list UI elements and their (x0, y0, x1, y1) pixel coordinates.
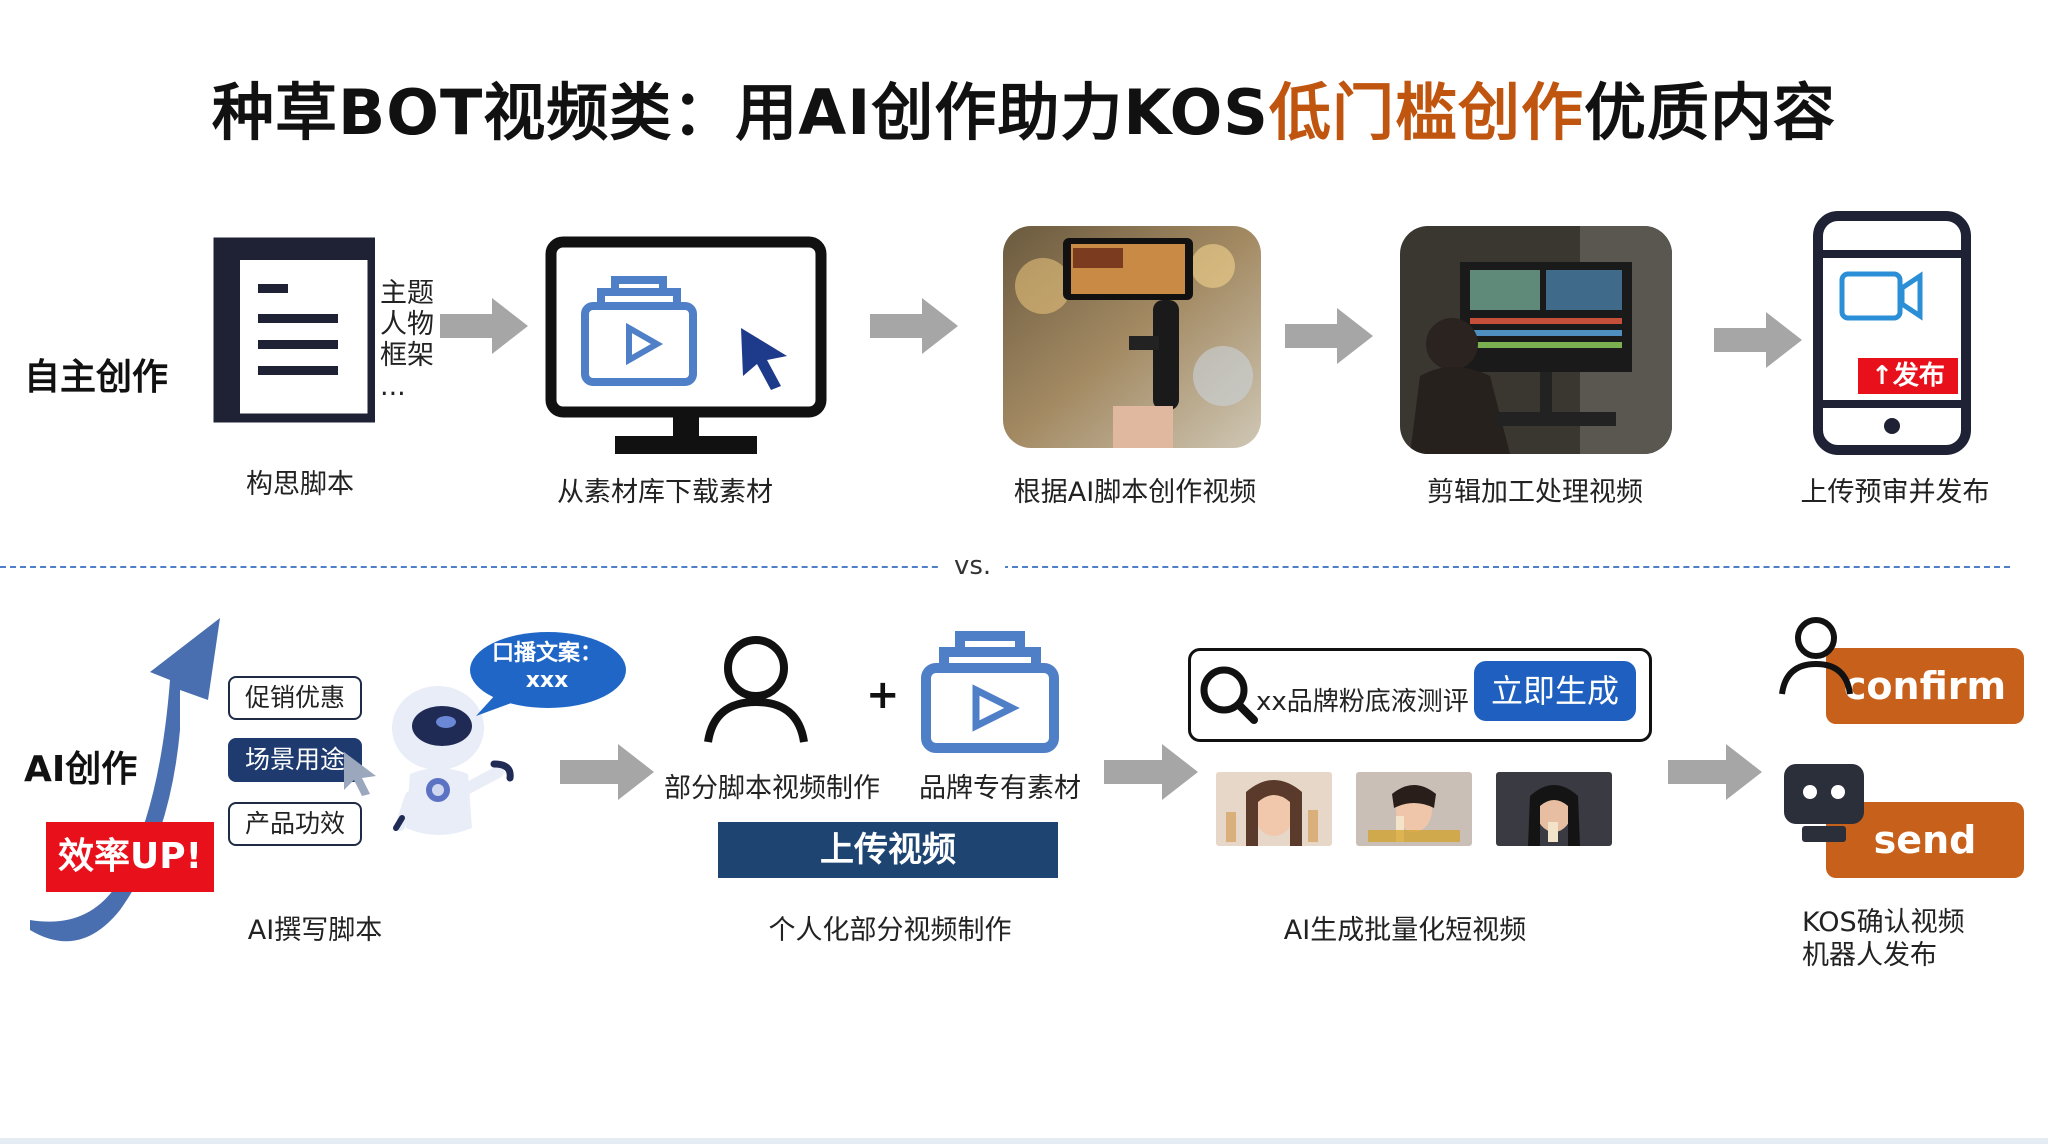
page-title: 种草BOT视频类：用AI创作助力KOS低门槛创作优质内容 (212, 76, 1836, 149)
plus-sign: + (866, 672, 900, 718)
arrow-right-icon (560, 744, 654, 800)
step-caption: KOS确认视频 机器人发布 (1802, 907, 1965, 971)
arrow-right-icon (870, 298, 958, 354)
monitor-media-icon (545, 236, 827, 454)
script-video-label: 部分脚本视频制作 (664, 773, 880, 804)
manual-row-label: 自主创作 (24, 357, 169, 398)
step-caption: AI撰写脚本 (247, 915, 383, 946)
vs-label: vs. (940, 551, 1006, 581)
robot-icon (392, 686, 514, 835)
script-note: 主题 人物 框架 ... (380, 278, 434, 402)
arrow-right-icon (1104, 744, 1198, 800)
brand-material-label: 品牌专有素材 (919, 773, 1081, 804)
bot-icon (1784, 764, 1864, 842)
document-icon (213, 237, 375, 423)
phone-upload-icon (1813, 211, 1971, 455)
step-caption: AI生成批量化短视频 (1283, 915, 1527, 946)
growth-arrow-icon (30, 618, 220, 942)
step-caption: 上传预审并发布 (1800, 477, 1990, 508)
arrow-right-icon (440, 298, 528, 354)
bottom-border (0, 1138, 2048, 1144)
upload-video-button[interactable]: 上传视频 (718, 822, 1058, 878)
video-thumbnail[interactable] (1216, 772, 1332, 846)
tag-efficacy: 产品功效 (228, 802, 362, 846)
video-thumbnail[interactable] (1356, 772, 1472, 846)
tag-promotion: 促销优惠 (228, 676, 362, 720)
bubble-text: 口播文案：xxx (492, 641, 603, 693)
step-caption: 个人化部分视频制作 (768, 915, 1012, 946)
tag-scenario: 场景用途 (228, 738, 362, 782)
ai-row-label: AI创作 (24, 749, 138, 790)
step-caption: 剪辑加工处理视频 (1427, 477, 1643, 508)
arrow-right-icon (1668, 744, 1762, 800)
step-caption: 从素材库下载素材 (557, 477, 773, 508)
step-caption: 根据AI脚本创作视频 (1013, 477, 1257, 508)
arrow-right-icon (1714, 312, 1802, 368)
arrow-right-icon (1285, 308, 1373, 364)
step-caption: 构思脚本 (246, 469, 354, 500)
phone-gimbal-photo (1003, 226, 1261, 448)
speech-bubble (470, 632, 626, 716)
cursor-icon (344, 752, 376, 796)
search-input[interactable]: xx品牌粉底液测评 (1256, 687, 1469, 717)
person-icon (1779, 617, 1853, 695)
person-icon (704, 636, 808, 743)
efficiency-badge: 效率UP! (46, 822, 214, 892)
video-thumbnail[interactable] (1496, 772, 1612, 846)
generate-button[interactable]: 立即生成 (1474, 661, 1636, 721)
video-editing-photo (1400, 226, 1672, 454)
media-library-icon (921, 631, 1059, 753)
publish-badge: ↑发布 (1858, 358, 1958, 394)
search-icon (1200, 666, 1258, 724)
confirm-button[interactable]: confirm (1826, 648, 2024, 724)
